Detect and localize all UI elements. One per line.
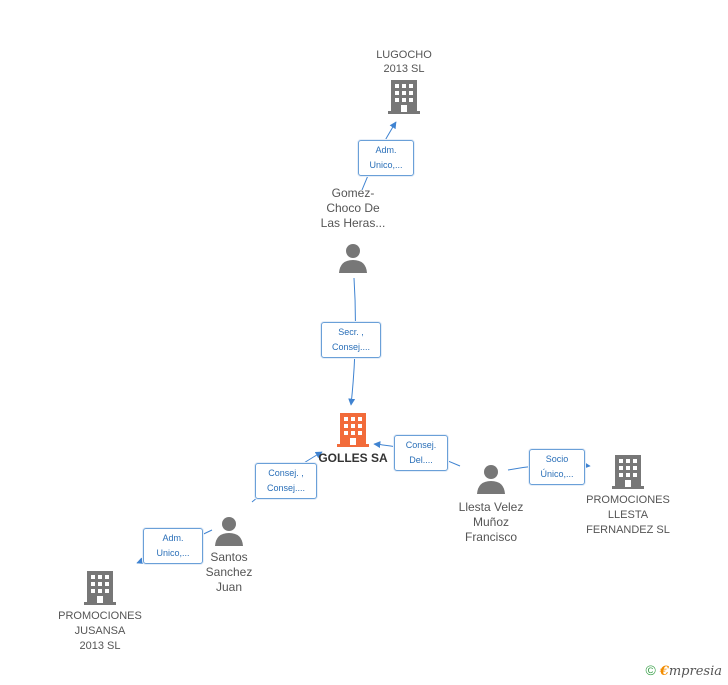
company-label: PROMOCIONES JUSANSA 2013 SL [58, 610, 142, 652]
company-node-golles[interactable]: GOLLES SA [308, 413, 398, 465]
person-icon [338, 243, 368, 273]
relation-label-santos-jusansa[interactable]: Adm. Unico,... [143, 528, 203, 564]
company-label: LUGOCHO 2013 SL [376, 49, 432, 75]
relation-role-1: Consej. [405, 440, 437, 450]
relation-role-2: Único,... [540, 469, 574, 479]
relation-role-1: Adm. [162, 533, 184, 543]
person-label: Santos Sanchez Juan [205, 550, 253, 594]
building-icon [84, 571, 116, 605]
company-node-promociones-jusansa[interactable]: PROMOCIONES JUSANSA 2013 SL [54, 571, 146, 654]
person-node-llesta[interactable]: Llesta Velez Muñoz Francisco [446, 464, 536, 545]
relation-role-2: Del.... [409, 455, 433, 465]
relation-label-llesta-golles[interactable]: Consej. Del.... [394, 435, 448, 471]
copyright-icon: © [645, 662, 656, 678]
relation-role-1: Consej. , [268, 468, 304, 478]
relation-role-1: Adm. [375, 145, 397, 155]
relation-label-llesta-promociones[interactable]: Socio Único,... [529, 449, 585, 485]
company-node-lugocho[interactable]: LUGOCHO 2013 SL [362, 48, 446, 114]
relation-role-2: Unico,... [156, 548, 190, 558]
person-icon [476, 464, 506, 494]
relation-role-1: Secr. , [338, 327, 364, 337]
relation-role-2: Consej.... [331, 342, 371, 352]
person-label: Gomez- Choco De Las Heras... [320, 186, 386, 230]
person-node-santos[interactable]: Santos Sanchez Juan [186, 516, 272, 595]
company-label: PROMOCIONES LLESTA FERNANDEZ SL [586, 494, 670, 536]
relation-label-santos-golles[interactable]: Consej. , Consej.... [255, 463, 317, 499]
relation-role-2: Unico,... [369, 160, 403, 170]
brand-footer: ©€mpresia [645, 662, 722, 679]
building-icon [612, 455, 644, 489]
person-node-gomez[interactable]: Gomez- Choco De Las Heras... [308, 186, 398, 273]
relation-role-2: Consej.... [266, 483, 306, 493]
company-label: GOLLES SA [318, 451, 388, 465]
building-icon [337, 413, 369, 447]
relation-label-gomez-golles[interactable]: Secr. , Consej.... [321, 322, 381, 358]
building-icon [388, 80, 420, 114]
company-node-promociones-llesta[interactable]: PROMOCIONES LLESTA FERNANDEZ SL [580, 455, 676, 538]
person-icon [214, 516, 244, 546]
brand-logo: €mpresia [659, 664, 722, 679]
relation-label-gomez-lugocho[interactable]: Adm. Unico,... [358, 140, 414, 176]
person-label: Llesta Velez Muñoz Francisco [458, 500, 524, 544]
relation-role-1: Socio [545, 454, 569, 464]
